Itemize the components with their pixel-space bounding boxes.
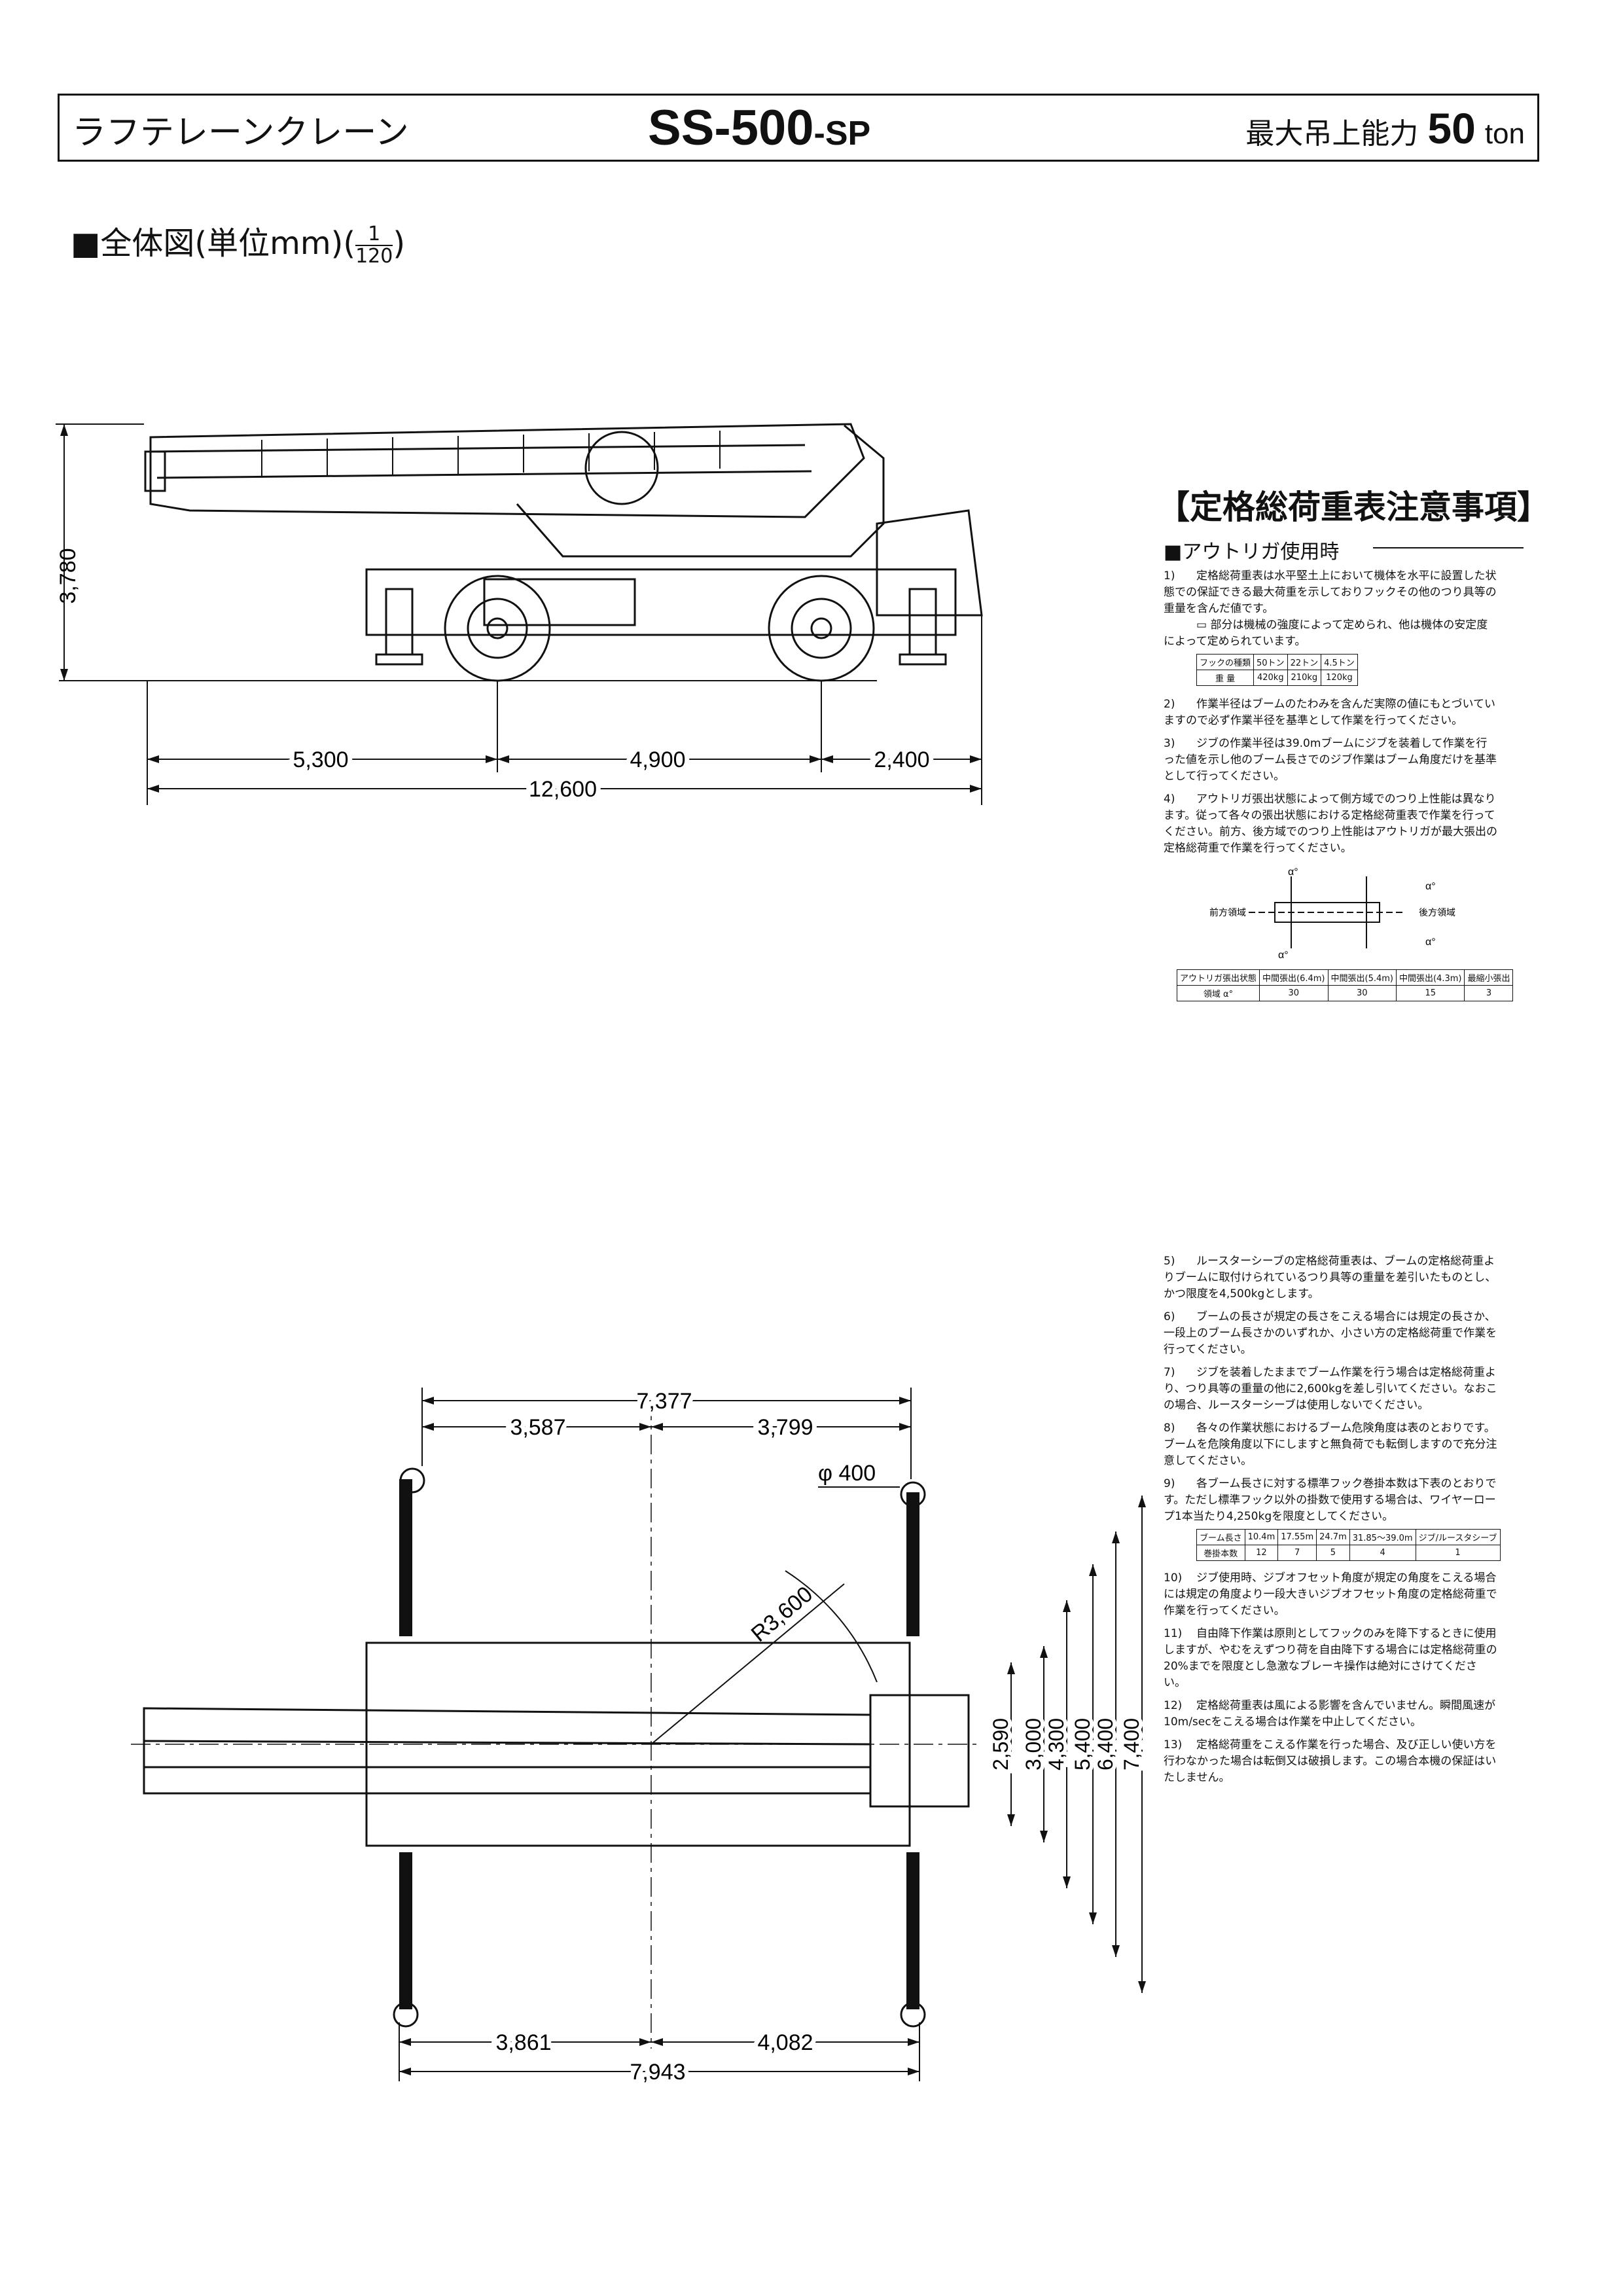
width-label-6: 7,400 <box>1120 1718 1143 1770</box>
outrigger-diagram: α° α° α° α° 前方領域 後方領域 <box>1209 867 1455 961</box>
top-left-label: 3,587 <box>510 1415 565 1440</box>
model-name: SS-500-SP <box>648 99 870 156</box>
top-total-label: 7,377 <box>636 1389 692 1414</box>
header-frame <box>58 94 1539 162</box>
svg-text:α°: α° <box>1288 867 1298 878</box>
capacity-label: 最大吊上能力 <box>1245 117 1419 151</box>
svg-text:前方領域: 前方領域 <box>1209 907 1246 918</box>
model-main: SS-500 <box>648 100 814 156</box>
side-wheelbase-label: 4,900 <box>630 747 685 772</box>
pad-diameter-label: φ 400 <box>818 1461 876 1486</box>
note-item: 11)自由降下作業は原則としてフックのみを降下するときに使用しますが、やむをえず… <box>1164 1627 1497 1689</box>
note-item: 9)各ブーム長さに対する標準フック巻掛本数は下表のとおりです。ただし標準フック以… <box>1164 1477 1497 1523</box>
note-item: 10)ジブ使用時、ジブオフセット角度が規定の角度をこえる場合には規定の角度より一… <box>1164 1571 1497 1617</box>
capacity-value: 50 <box>1427 104 1476 152</box>
note-item: 7)ジブを装着したままでブーム作業を行う場合は定格総荷重より、つり具等の重量の他… <box>1164 1366 1497 1412</box>
top-view-dims <box>399 1388 1146 2081</box>
top-right-label: 3,799 <box>757 1415 813 1440</box>
bottom-left-label: 3,861 <box>495 2030 551 2055</box>
note-item: 12)定格総荷重表は風による影響を含んでいません。瞬間風速が10m/secをこえ… <box>1164 1699 1496 1729</box>
note-item: 3)ジブの作業半径は39.0mブームにジブを装着して作業を行った値を示し他のブー… <box>1164 737 1497 783</box>
bottom-total-label: 7,943 <box>630 2060 685 2085</box>
top-view <box>131 1401 982 2049</box>
side-total-label: 12,600 <box>529 777 597 802</box>
note-item: ▭ 部分は機械の強度によって定められ、他は機体の安定度によって定められています。 <box>1164 619 1488 648</box>
section-title-end: ) <box>393 225 406 262</box>
svg-text:α°: α° <box>1278 950 1289 961</box>
outrigger-table: アウトリガ張出状態中間張出(6.4m)中間張出(5.4m)中間張出(4.3m)最… <box>1176 969 1514 1001</box>
notes-subtitle: ■アウトリガ使用時 <box>1164 541 1340 564</box>
scale-denominator: 120 <box>355 245 393 268</box>
notes-subtitle-rule <box>1373 547 1524 548</box>
bottom-right-label: 4,082 <box>757 2030 813 2055</box>
side-rear-label: 2,400 <box>874 747 929 772</box>
header-category: ラフテレーンクレーン <box>72 113 409 152</box>
side-front-label: 5,300 <box>293 747 348 772</box>
note-item: 1)定格総荷重表は水平堅土上において機体を水平に設置した状態での保証できる最大荷… <box>1164 569 1497 615</box>
note-item: 5)ルースターシーブの定格総荷重表は、ブームの定格総荷重よりブームに取付けられて… <box>1164 1255 1497 1300</box>
side-height-label: 3,780 <box>56 548 80 603</box>
svg-text:α°: α° <box>1425 937 1436 948</box>
scale-numerator: 1 <box>355 224 393 246</box>
notes-block-2: 5)ルースターシーブの定格総荷重表は、ブームの定格総荷重よりブームに取付けられて… <box>1164 1253 1501 1786</box>
width-label-1: 2,590 <box>989 1718 1012 1770</box>
capacity-unit: ton <box>1484 118 1525 150</box>
width-label-5: 6,400 <box>1094 1718 1117 1770</box>
side-view-dims <box>56 423 982 805</box>
width-label-3: 4,300 <box>1044 1718 1068 1770</box>
note-item: 2)作業半径はブームのたわみを含んだ実際の値にもとづいていますので必ず作業半径を… <box>1164 698 1495 727</box>
width-label-4: 5,400 <box>1071 1718 1094 1770</box>
svg-text:α°: α° <box>1425 881 1436 892</box>
section-title-text: ■全体図(単位mm)( <box>71 225 356 262</box>
notes-block-1: 1)定格総荷重表は水平堅土上において機体を水平に設置した状態での保証できる最大荷… <box>1164 568 1514 1001</box>
width-label-2: 3,000 <box>1022 1718 1045 1770</box>
svg-text:後方領域: 後方領域 <box>1419 907 1455 918</box>
note-item: 4)アウトリガ張出状態によって側方域でのつり上性能は異なります。従って各々の張出… <box>1164 793 1497 855</box>
notes-title: 【定格総荷重表注意事項】 <box>1157 488 1550 526</box>
note-item: 13)定格総荷重をこえる作業を行った場合、及び正しい使い方を行わなかった場合は転… <box>1164 1738 1497 1784</box>
capacity: 最大吊上能力 50 ton <box>1245 103 1525 153</box>
note-item: 6)ブームの長さが規定の長さをこえる場合には規定の長さか、一段上のブーム長さかの… <box>1164 1310 1497 1356</box>
note-item: 8)各々の作業状態におけるブーム危険角度は表のとおりです。ブームを危険角度以下に… <box>1164 1422 1497 1467</box>
model-suffix: -SP <box>813 115 871 152</box>
side-view <box>59 423 983 682</box>
